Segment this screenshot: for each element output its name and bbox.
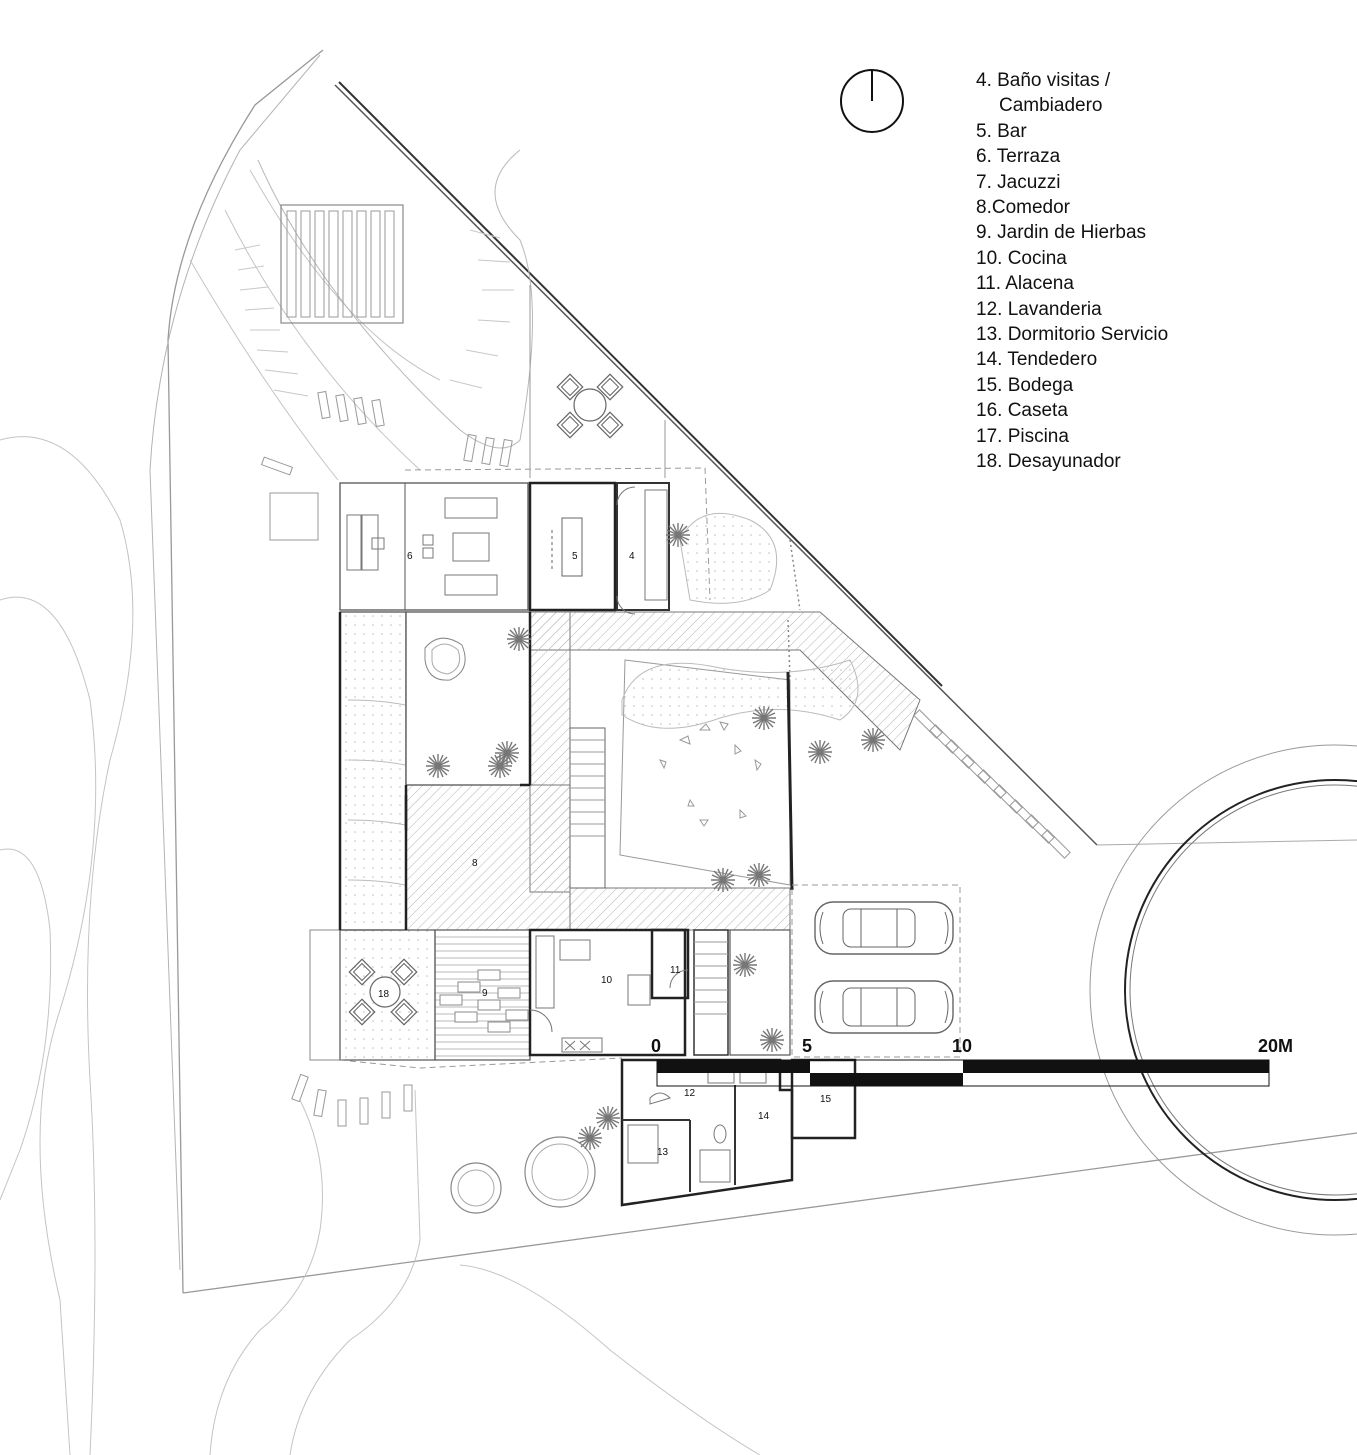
- scale-label-20m: 20M: [1258, 1036, 1294, 1056]
- legend-item: 7. Jacuzzi: [976, 171, 1061, 193]
- legend-item: 12. Lavanderia: [976, 298, 1102, 320]
- scale-label-0: 0: [651, 1036, 662, 1056]
- legend-item: 6. Terraza: [976, 146, 1061, 168]
- north-arrow-icon: [840, 69, 904, 133]
- scale-bar: [656, 1059, 1270, 1087]
- room-number: 15: [820, 1094, 832, 1105]
- legend-item: 5. Bar: [976, 120, 1027, 142]
- legend-item: 14. Tendedero: [976, 349, 1098, 371]
- legend-item: 17. Piscina: [976, 425, 1069, 447]
- room-number: 13: [657, 1147, 669, 1158]
- room-legend: 4. Baño visitas / Cambiadero 5. Bar 6. T…: [976, 68, 1168, 475]
- car-icon: [814, 901, 954, 1034]
- legend-item: 8.Comedor: [976, 197, 1070, 219]
- legend-item: 13. Dormitorio Servicio: [976, 324, 1169, 346]
- legend-item: 15. Bodega: [976, 374, 1074, 396]
- room-number: 10: [601, 975, 613, 986]
- legend-item: 10. Cocina: [976, 247, 1067, 269]
- legend-item: 11. Alacena: [976, 273, 1074, 295]
- room-number: 4: [629, 551, 635, 562]
- room-number: 9: [482, 988, 488, 999]
- room-number: 11: [670, 965, 681, 976]
- table-chairs-icon: [348, 958, 418, 1026]
- room-number: 12: [684, 1088, 696, 1099]
- room-number: 5: [572, 551, 578, 562]
- room-number: 8: [472, 858, 478, 869]
- room-number: 6: [407, 551, 413, 562]
- legend-item: 4. Baño visitas /: [976, 70, 1111, 91]
- scale-label-5: 5: [802, 1036, 813, 1056]
- legend-item: 9. Jardin de Hierbas: [976, 222, 1147, 244]
- room-number: 14: [758, 1111, 770, 1122]
- room-number: 18: [378, 989, 390, 1000]
- scale-label-10: 10: [952, 1036, 973, 1056]
- legend-item: 16. Caseta: [976, 400, 1068, 422]
- legend-item: Cambiadero: [999, 95, 1103, 117]
- table-chairs-icon: [556, 373, 624, 439]
- legend-item: 18. Desayunador: [976, 451, 1121, 473]
